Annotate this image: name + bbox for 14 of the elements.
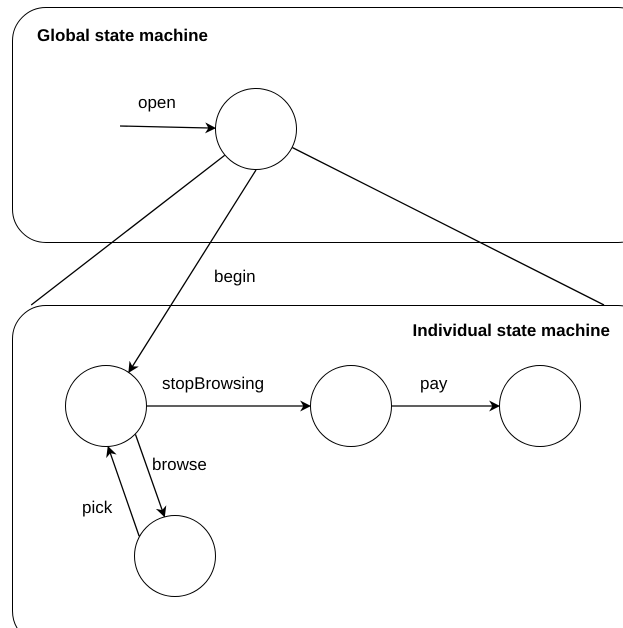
frame-title: Individual state machine: [412, 321, 610, 341]
edge-label: begin: [213, 268, 257, 287]
transition-arrow: [120, 122, 216, 134]
connector-line: [292, 147, 604, 306]
transition-arrow: [128, 170, 257, 373]
transition-arrow: [134, 434, 166, 518]
edge-label: pick: [81, 499, 114, 518]
edge-label: stopBrowsing: [161, 375, 266, 394]
connector-line: [30, 154, 225, 306]
transition-arrow: [106, 446, 140, 536]
frame-title: Global state machine: [37, 26, 208, 46]
transition-arrow: [147, 400, 312, 412]
state-machine-frame: [12, 7, 623, 243]
transition-arrow: [392, 400, 500, 412]
